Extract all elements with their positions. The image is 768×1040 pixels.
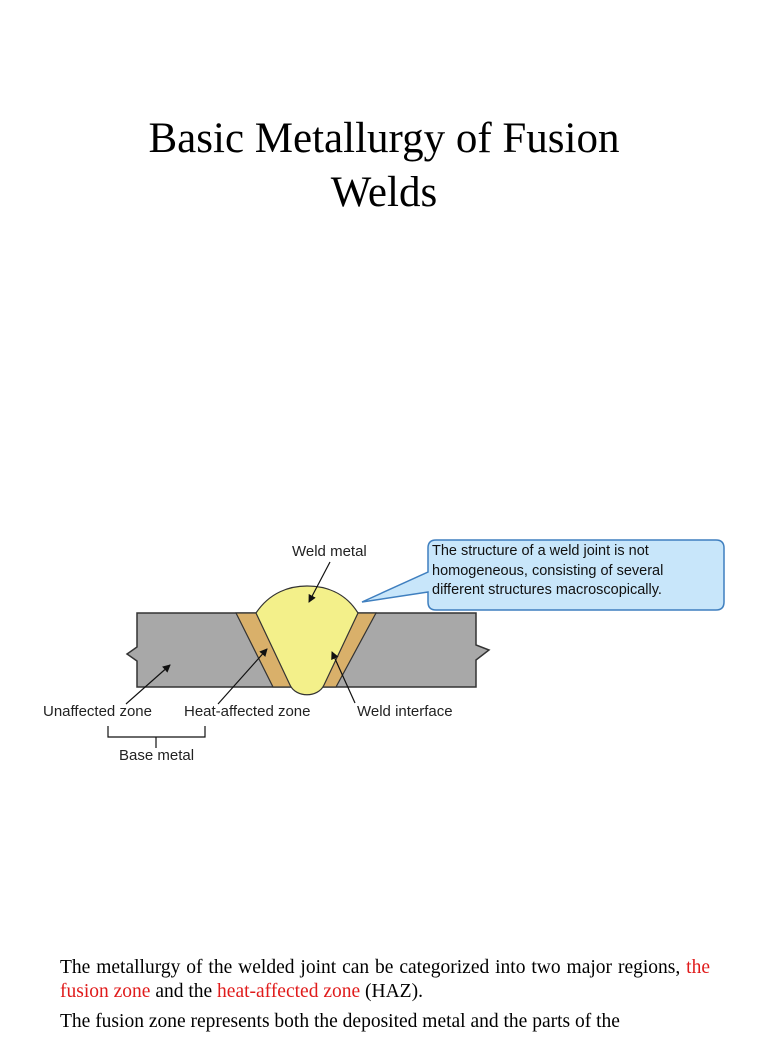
heat-affected-zone-label: Heat-affected zone [184,703,311,720]
heat-affected-zone-arrow [217,648,268,705]
weld-metal-arrow [308,561,331,603]
body-p1-text-3: (HAZ). [360,981,423,1002]
base-metal-label: Base metal [119,747,195,764]
weld-cross-section-figure: The structure of a weld joint is not hom… [0,520,768,780]
weld-interface-label: Weld interface [357,703,453,720]
fusion-zone-highlight: the fusion zone [60,957,710,1002]
unaffected-zone-arrow [125,664,171,705]
slide-title: Basic Metallurgy of Fusion Welds [0,112,768,220]
weld-metal-label: Weld metal [292,543,367,560]
weld-metal-shape [255,585,359,696]
body-text: The metallurgy of the welded joint can b… [60,956,710,1040]
callout-line-3: different structures macroscopically. [432,582,662,598]
callout-line-1: The structure of a weld joint is not [432,543,649,559]
callout-line-2: homogeneous, consisting of several [432,562,664,579]
slide-title-line-1: Basic Metallurgy of Fusion [148,115,620,162]
body-paragraph-2: The fusion zone represents both the depo… [60,1011,620,1032]
slide-title-line-2: Welds [330,169,438,216]
heat-affected-zone-highlight: heat-affected zone [217,981,361,1002]
callout-text: The structure of a weld joint is not hom… [432,542,732,601]
callout-bubble [361,539,725,611]
body-p1-text-2: and the [150,981,218,1002]
body-p1-text-1: The metallurgy of the welded joint can b… [60,957,687,978]
unaffected-zone-label: Unaffected zone [43,703,152,720]
body-paragraph-1: The metallurgy of the welded joint can b… [60,956,710,1004]
weld-interface-arrow [331,651,356,704]
weld-diagram [107,539,725,748]
base-metal-bracket [107,726,206,748]
